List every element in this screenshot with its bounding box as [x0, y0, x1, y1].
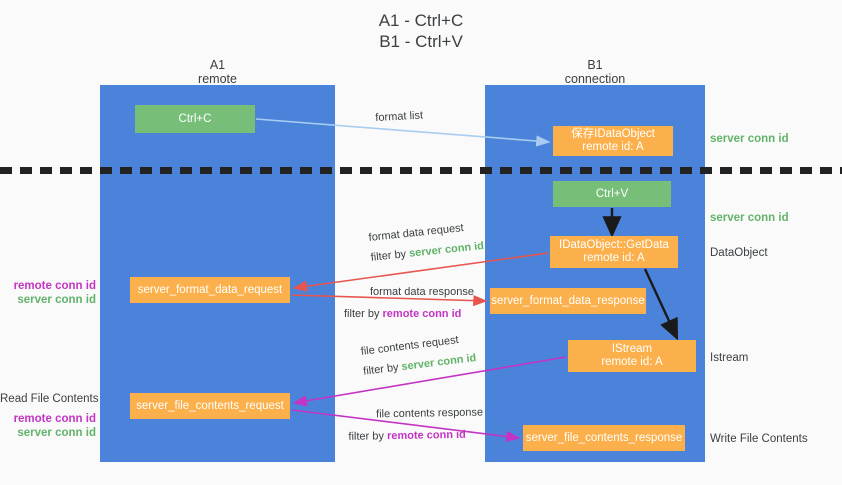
edge-label-file-contents-request-filter-key: server conn id [400, 351, 477, 374]
node-istream[interactable]: IStream remote id: A [568, 340, 696, 372]
edge-label-file-contents-request-filter-prefix: filter by [362, 361, 403, 378]
edge-label-file-contents-request: file contents request filter by server c… [360, 331, 477, 380]
edge-label-file-contents-response-title: file contents response [376, 406, 484, 421]
note-server-conn-id-left-2: server conn id [17, 427, 96, 439]
title-line-2: B1 - Ctrl+V [379, 32, 463, 51]
node-server-format-data-response-label: server_format_data_response [491, 294, 645, 307]
node-getdata-line1: IDataObject::GetData [559, 239, 669, 251]
node-istream-line2: remote id: A [601, 356, 663, 368]
node-server-file-contents-response[interactable]: server_file_contents_response [523, 425, 685, 451]
note-conn-ids-file: remote conn id server conn id [0, 412, 96, 440]
lane-header-a1-sub: remote [198, 72, 237, 86]
lane-header-b1-sub: connection [564, 72, 626, 86]
edge-label-file-contents-response-filter-prefix: filter by [348, 430, 388, 443]
lane-header-b1-name: B1 [587, 58, 603, 72]
edge-label-format-data-request-filter-key: server conn id [408, 239, 485, 260]
note-server-conn-id-mid: server conn id [710, 212, 789, 224]
node-ctrl-c[interactable]: Ctrl+C [135, 105, 255, 133]
node-ctrl-c-label: Ctrl+C [178, 112, 212, 125]
node-server-file-contents-response-label: server_file_contents_response [525, 431, 683, 444]
node-server-format-data-request[interactable]: server_format_data_request [130, 277, 290, 303]
phase-divider [0, 167, 842, 174]
edge-label-format-data-response-filter-key: remote conn id [382, 308, 462, 320]
node-idataobject-getdata[interactable]: IDataObject::GetData remote id: A [550, 236, 678, 268]
node-ctrl-v-label: Ctrl+V [595, 187, 629, 200]
edge-label-format-data-response: format data response filter by remote co… [336, 285, 474, 322]
node-save-idataobject-line2: remote id: A [582, 141, 644, 153]
edge-label-format-list: format list [375, 109, 424, 124]
node-server-file-contents-request[interactable]: server_file_contents_request [130, 393, 290, 419]
node-server-file-contents-request-label: server_file_contents_request [136, 399, 284, 412]
page-title: A1 - Ctrl+C B1 - Ctrl+V [0, 10, 842, 52]
note-server-conn-id-left-1: server conn id [17, 294, 96, 306]
note-write-file-contents: Write File Contents [710, 433, 808, 445]
note-istream: Istream [710, 352, 749, 364]
edge-label-file-contents-response: file contents response filter by remote … [340, 406, 484, 445]
note-remote-conn-id-1: remote conn id [13, 280, 96, 292]
node-ctrl-v[interactable]: Ctrl+V [553, 181, 671, 207]
lane-header-b1: B1 connection [485, 58, 705, 86]
title-line-1: A1 - Ctrl+C [378, 11, 464, 30]
node-save-idataobject-line1: 保存IDataObject [571, 128, 655, 140]
edge-label-format-data-response-filter-prefix: filter by [344, 308, 383, 320]
node-save-idataobject[interactable]: 保存IDataObject remote id: A [553, 126, 673, 156]
lane-header-a1-name: A1 [209, 58, 226, 72]
note-server-conn-id-top: server conn id [710, 133, 789, 145]
node-getdata-line2: remote id: A [583, 252, 645, 264]
node-server-format-data-request-label: server_format_data_request [137, 283, 283, 296]
edge-label-format-data-request-filter-prefix: filter by [370, 247, 410, 264]
note-dataobject: DataObject [710, 247, 768, 259]
note-read-file-contents: Read File Contents [0, 393, 99, 405]
edge-label-format-data-response-title: format data response [370, 286, 474, 298]
edge-label-format-data-request: format data request filter by server con… [368, 219, 485, 266]
node-server-format-data-response[interactable]: server_format_data_response [490, 288, 646, 314]
edge-label-file-contents-response-filter-key: remote conn id [386, 428, 466, 443]
lane-header-a1: A1 remote [100, 58, 335, 86]
note-remote-conn-id-2: remote conn id [13, 413, 96, 425]
node-istream-line1: IStream [611, 343, 653, 355]
note-conn-ids-format: remote conn id server conn id [0, 279, 96, 307]
